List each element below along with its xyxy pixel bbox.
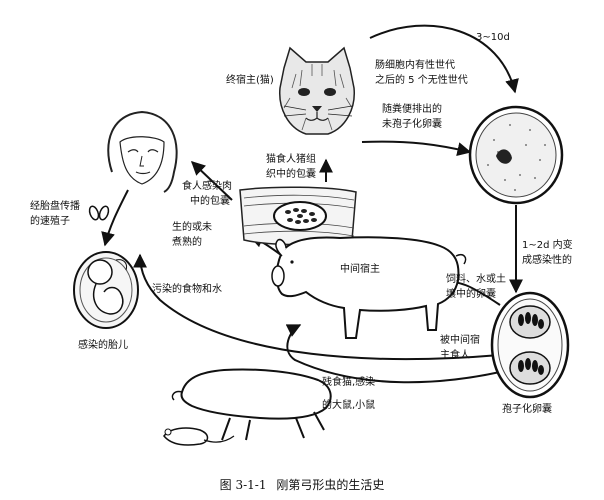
figure-number: 图 3-1-1 [219,478,267,492]
woman-face-icon [107,110,178,193]
arrow-excreted-oocyst [361,140,472,156]
label-infected-fetus: 感染的胎儿 [78,340,128,351]
dead-pig-icon [171,368,332,441]
arrow-transplacental [101,189,129,247]
arrow-cat-to-oocyst-curve [369,24,519,94]
label-definitive-host: 终宿主(猫) [226,75,274,86]
label-sporulated-oocyst: 孢子化卵囊 [502,404,552,415]
label-cat-eats-1: 猫食人猪组 [266,154,316,165]
oocyst-icon [468,105,564,205]
label-feed-1: 饲料、水或土 [446,274,506,285]
label-eaten-by-host-1: 被中间宿 [440,335,480,346]
label-contaminated: 污染的食物和水 [152,284,222,295]
sporulated-oocyst-icon [490,291,570,399]
figure-caption: 图 3-1-1 刚第弓形虫的生活史 [0,476,604,493]
label-excreted-1: 随粪便排出的 [382,104,442,115]
tissue-cyst-icon [239,186,357,246]
mouse-icon [163,427,235,446]
arrow-contaminated-food [133,253,501,361]
label-sexual-gen-1: 肠细胞内有性世代 [375,60,455,71]
arrow-to-rodents [285,324,501,384]
cat-head-icon [279,46,355,135]
label-sexual-gen-2: 之后的 5 个无性世代 [375,75,468,86]
fetus-icon [73,251,139,329]
tachyzoite-icon [88,205,110,221]
label-raw-2: 煮熟的 [172,237,202,248]
label-intermediate-host: 中间宿主 [340,264,380,275]
label-human-infect-1: 食人感染肉 [182,181,232,192]
arrow-tissue-to-human [190,161,233,201]
label-raw-1: 生的或未 [172,222,212,233]
label-sporulate-1: 1~2d 内变 [522,240,573,251]
label-cat-eats-2: 织中的包囊 [266,169,316,180]
label-rodents-1: 残食猫,感染 [322,377,376,388]
label-days-3-10: 3~10d [476,32,510,43]
figure-title: 刚第弓形虫的生活史 [276,478,385,492]
label-feed-2: 壤中的卵囊 [446,289,496,300]
label-human-infect-2: 中的包囊 [190,196,230,207]
label-rodents-2: 的大鼠,小鼠 [322,400,376,411]
label-placenta-1: 经胎盘传播 [30,201,80,212]
label-excreted-2: 未孢子化卵囊 [382,119,442,130]
label-eaten-by-host-2: 主食人 [440,350,470,361]
label-sporulate-2: 成感染性的 [522,255,572,266]
label-placenta-2: 的速殖子 [30,216,70,227]
pig-icon [271,236,467,339]
